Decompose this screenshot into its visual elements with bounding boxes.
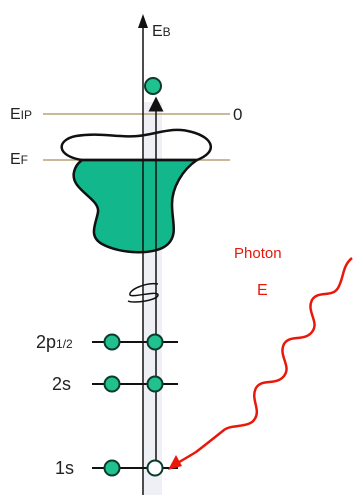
- energy-axis-arrowhead: [138, 14, 148, 28]
- electron-2s-left: [103, 375, 121, 393]
- orbital-label-2p: 2p1/2: [36, 332, 73, 352]
- orbital-label-1s: 1s: [55, 458, 75, 478]
- core-hole-1s: [146, 459, 164, 477]
- ip-level-label: EIP: [10, 106, 33, 123]
- photon-energy-label: E: [257, 282, 268, 299]
- valence-band-empty: [60, 128, 212, 162]
- axis-break-icon: [127, 282, 159, 303]
- orbital-label-2s: 2s: [52, 374, 72, 394]
- electron-2p-left: [103, 333, 121, 351]
- electron-2p-right: [146, 333, 164, 351]
- emitted-electron: [144, 77, 162, 95]
- ip-zero-label: 0: [233, 105, 243, 124]
- electron-1s-left: [103, 459, 121, 477]
- electron-2s-right: [146, 375, 164, 393]
- photon-label: Photon: [234, 245, 282, 262]
- photon-wave: [173, 257, 353, 467]
- fermi-level-label: EF: [10, 151, 29, 168]
- photon-arrowhead: [168, 455, 182, 470]
- energy-axis-label: EB: [152, 23, 171, 40]
- valence-band-filled: [72, 158, 202, 254]
